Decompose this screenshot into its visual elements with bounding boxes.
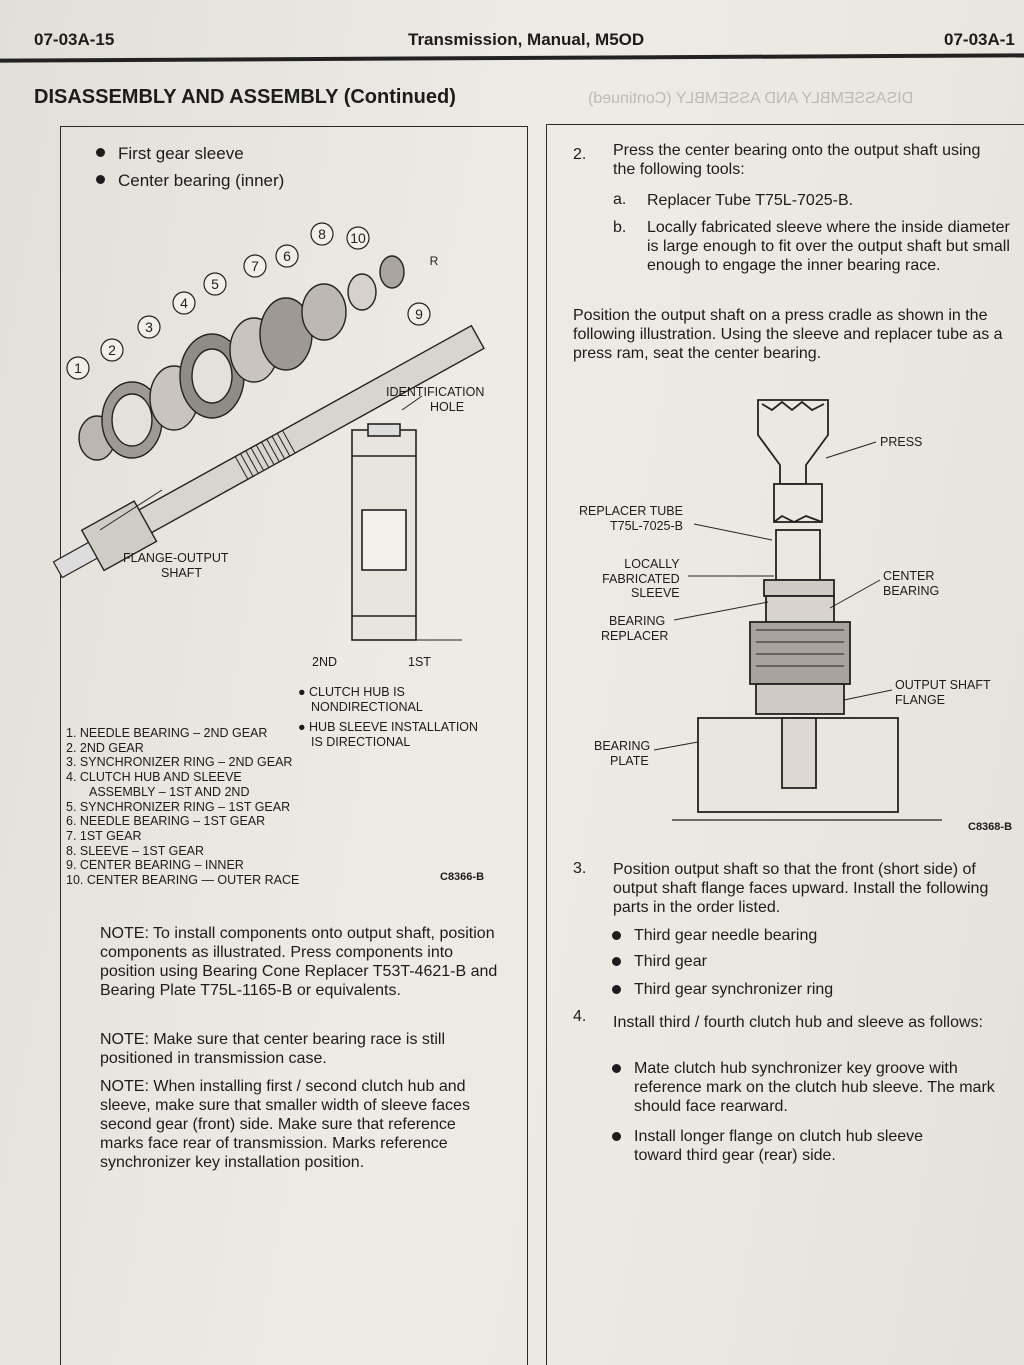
- running-title: Transmission, Manual, M5OD: [408, 30, 645, 49]
- svg-text:1: 1: [74, 360, 82, 376]
- gear: [749, 621, 851, 685]
- note-clutch-hub-sleeve: NOTE: When installing first / second clu…: [100, 1078, 470, 1171]
- gear-stack: [78, 255, 405, 461]
- bleed-through-title: DISASSEMBLY AND ASSEMBLY (Continued): [588, 90, 914, 107]
- svg-text:6: 6: [283, 248, 291, 264]
- step-3-text: Position output shaft so that the front …: [613, 861, 989, 916]
- position-text: Position the output shaft on a press cra…: [573, 307, 1003, 362]
- step-3-item: Third gear needle bearing: [612, 926, 817, 945]
- parts-list-item: 5. SYNCHRONIZER RING – 1ST GEAR: [66, 799, 291, 814]
- parts-list-item: 8. SLEEVE – 1ST GEAR: [66, 843, 205, 858]
- page-number-right: 07-03A-1: [944, 30, 1015, 49]
- clutch-hub-section: [351, 423, 417, 641]
- center-bearing: [765, 595, 835, 623]
- step-3-item: Third gear synchronizer ring: [612, 980, 833, 999]
- bearing-replacer: [763, 579, 835, 597]
- parts-list: 1. NEEDLE BEARING – 2ND GEAR 2. 2ND GEAR…: [66, 726, 299, 888]
- svg-text:10: 10: [350, 230, 366, 246]
- output-flange: [755, 683, 845, 715]
- svg-text:3: 3: [145, 319, 153, 335]
- step-2b-text: Locally fabricated sleeve where the insi…: [647, 219, 1010, 274]
- section-title: DISASSEMBLY AND ASSEMBLY (Continued): [34, 86, 456, 108]
- parts-list-item: 10. CENTER BEARING — OUTER RACE: [66, 873, 300, 888]
- press-ram: [757, 399, 829, 485]
- parts-list-item: 9. CENTER BEARING – INNER: [66, 858, 244, 873]
- page-number-left: 07-03A-15: [34, 30, 115, 49]
- output-shaft: [52, 324, 485, 579]
- bullet-center-bearing: Center bearing (inner): [96, 171, 284, 191]
- figure-code-left: C8366-B: [440, 871, 485, 883]
- replacer-tube: [773, 483, 823, 523]
- hub-note-2b: IS DIRECTIONAL: [311, 735, 411, 749]
- parts-list-item: 7. 1ST GEAR: [66, 828, 142, 843]
- parts-list-item: 4. CLUTCH HUB AND SLEEVE: [66, 770, 242, 785]
- step-4-number: 4.: [573, 1008, 587, 1025]
- step-2-number: 2.: [573, 146, 587, 163]
- svg-text:5: 5: [211, 276, 219, 292]
- svg-text:R: R: [430, 254, 439, 268]
- step-2a-text: Replacer Tube T75L-7025-B.: [647, 192, 854, 209]
- note-install-components: NOTE: To install components onto output …: [100, 925, 498, 999]
- figure-code-right: C8368-B: [968, 821, 1013, 833]
- svg-text:4: 4: [180, 295, 188, 311]
- parts-list-item: 6. NEEDLE BEARING – 1ST GEAR: [66, 814, 266, 829]
- exploded-output-shaft-diagram: 1 2 3 4 5 6 7 8 9 10 R: [52, 222, 485, 641]
- step-4-text: Install third / fourth clutch hub and sl…: [613, 1014, 983, 1031]
- svg-text:7: 7: [251, 258, 259, 274]
- right-column-box: [546, 124, 1024, 1365]
- bullet-first-gear-sleeve: First gear sleeve: [96, 144, 244, 164]
- step-4-item: Mate clutch hub synchronizer key groove …: [612, 1059, 1019, 1116]
- hub-note-2: ● HUB SLEEVE INSTALLATION: [298, 720, 479, 734]
- step-4-item: Install longer flange on clutch hub slee…: [612, 1127, 974, 1165]
- note-center-bearing-race: NOTE: Make sure that center bearing race…: [100, 1031, 446, 1067]
- parts-list-item: 1. NEEDLE BEARING – 2ND GEAR: [66, 726, 268, 740]
- step-3-item: Third gear: [612, 952, 707, 971]
- fabricated-sleeve: [775, 529, 821, 581]
- svg-text:2: 2: [108, 342, 116, 358]
- hub-note-1: ● CLUTCH HUB IS: [298, 685, 405, 699]
- step-2a-label: a.: [613, 191, 627, 208]
- hub-note-1b: NONDIRECTIONAL: [311, 700, 423, 714]
- left-column-box: [60, 126, 528, 1365]
- svg-text:9: 9: [415, 306, 423, 322]
- label-2nd: 2ND: [312, 655, 338, 669]
- label-press: PRESS: [880, 435, 923, 449]
- label-1st: 1ST: [408, 655, 431, 669]
- press-diagram: [653, 399, 942, 821]
- parts-list-item: ASSEMBLY – 1ST AND 2ND: [89, 784, 250, 799]
- callouts: 1 2 3 4 5 6 7 8 9 10 R: [66, 222, 439, 380]
- parts-list-item: 3. SYNCHRONIZER RING – 2ND GEAR: [66, 755, 293, 770]
- step-2b-label: b.: [613, 219, 627, 236]
- header-rule: [0, 53, 1024, 63]
- parts-list-item: 2. 2ND GEAR: [66, 740, 144, 755]
- svg-text:8: 8: [318, 226, 326, 242]
- step-3-number: 3.: [573, 860, 587, 877]
- step-2-text: Press the center bearing onto the output…: [613, 142, 981, 178]
